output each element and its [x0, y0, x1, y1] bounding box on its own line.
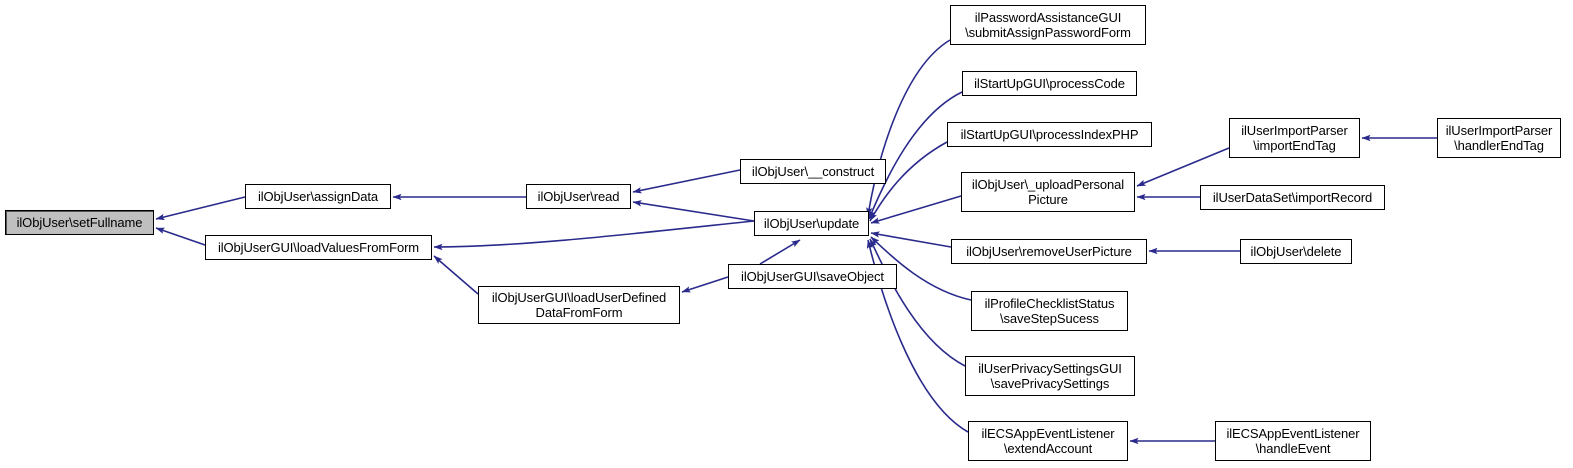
- graph-node-label: ilObjUser\read: [537, 189, 620, 204]
- graph-node-removeUserPicture[interactable]: ilObjUser\removeUserPicture: [951, 239, 1147, 264]
- graph-node-label: ilStartUpGUI\processCode: [974, 76, 1125, 91]
- graph-node-delete[interactable]: ilObjUser\delete: [1240, 239, 1352, 264]
- graph-node-label: ilObjUser\setFullname: [16, 215, 143, 230]
- graph-edge: [866, 39, 951, 217]
- graph-node-extendAccount[interactable]: ilECSAppEventListener \extendAccount: [968, 421, 1128, 461]
- graph-node-label: ilObjUserGUI\saveObject: [741, 269, 884, 284]
- graph-edge: [632, 200, 755, 222]
- graph-node-label: ilObjUser\__construct: [751, 164, 875, 179]
- graph-edge: [1136, 147, 1230, 187]
- graph-node-setFullname[interactable]: ilObjUser\setFullname: [5, 210, 154, 235]
- graph-node-label: ilObjUserGUI\loadUserDefined DataFromFor…: [491, 290, 667, 320]
- graph-node-processCode[interactable]: ilStartUpGUI\processCode: [962, 71, 1137, 96]
- graph-edge: [868, 91, 963, 220]
- graph-edge: [870, 195, 962, 224]
- graph-node-label: ilUserImportParser \importEndTag: [1241, 123, 1348, 153]
- graph-node-saveObject[interactable]: ilObjUserGUI\saveObject: [728, 264, 897, 289]
- graph-edge: [433, 220, 755, 251]
- graph-edge: [155, 196, 246, 221]
- graph-node-label: ilObjUserGUI\loadValuesFromForm: [217, 240, 420, 255]
- graph-node-savePrivacy[interactable]: ilUserPrivacySettingsGUI \savePrivacySet…: [965, 356, 1135, 396]
- graph-node-loadValuesFromForm[interactable]: ilObjUserGUI\loadValuesFromForm: [205, 235, 432, 260]
- graph-node-label: ilUserPrivacySettingsGUI \savePrivacySet…: [978, 361, 1122, 391]
- graph-node-saveStepSucess[interactable]: ilProfileChecklistStatus \saveStepSucess: [971, 291, 1128, 331]
- graph-edge: [681, 276, 729, 293]
- graph-node-update[interactable]: ilObjUser\update: [754, 211, 869, 236]
- graph-node-processIndexPHP[interactable]: ilStartUpGUI\processIndexPHP: [947, 122, 1152, 147]
- graph-edge: [155, 227, 206, 246]
- graph-node-label: ilProfileChecklistStatus \saveStepSucess: [984, 296, 1115, 326]
- graph-node-uploadPersonalPic[interactable]: ilObjUser\_uploadPersonal Picture: [961, 172, 1135, 212]
- graph-edge: [870, 231, 952, 248]
- graph-node-label: ilUserImportParser \handlerEndTag: [1445, 123, 1553, 153]
- graph-node-label: ilObjUser\_uploadPersonal Picture: [971, 177, 1125, 207]
- graph-node-read[interactable]: ilObjUser\read: [526, 184, 631, 209]
- graph-node-label: ilECSAppEventListener \handleEvent: [1226, 426, 1360, 456]
- graph-node-label: ilObjUser\update: [763, 216, 860, 231]
- graph-node-label: ilObjUser\assignData: [257, 189, 379, 204]
- graph-node-label: ilECSAppEventListener \extendAccount: [981, 426, 1115, 456]
- graph-node-handleEvent[interactable]: ilECSAppEventListener \handleEvent: [1215, 421, 1371, 461]
- graph-edge: [632, 169, 741, 194]
- graph-node-submitAssignPwd[interactable]: ilPasswordAssistanceGUI \submitAssignPas…: [950, 5, 1146, 45]
- graph-node-construct[interactable]: ilObjUser\__construct: [740, 159, 886, 184]
- graph-node-label: ilObjUser\removeUserPicture: [966, 244, 1132, 259]
- graph-node-loadUserDefined[interactable]: ilObjUserGUI\loadUserDefined DataFromFor…: [478, 286, 680, 324]
- graph-node-label: ilPasswordAssistanceGUI \submitAssignPas…: [965, 10, 1131, 40]
- graph-node-label: ilStartUpGUI\processIndexPHP: [960, 127, 1139, 142]
- graph-node-assignData[interactable]: ilObjUser\assignData: [245, 184, 391, 209]
- graph-node-importRecord[interactable]: ilUserDataSet\importRecord: [1200, 185, 1385, 210]
- graph-node-handlerEndTag[interactable]: ilUserImportParser \handlerEndTag: [1437, 118, 1561, 158]
- graph-node-importEndTag[interactable]: ilUserImportParser \importEndTag: [1229, 118, 1360, 158]
- graph-node-label: ilUserDataSet\importRecord: [1212, 190, 1373, 205]
- graph-edge: [433, 255, 479, 295]
- graph-edge: [759, 239, 801, 265]
- graph-node-label: ilObjUser\delete: [1250, 244, 1342, 259]
